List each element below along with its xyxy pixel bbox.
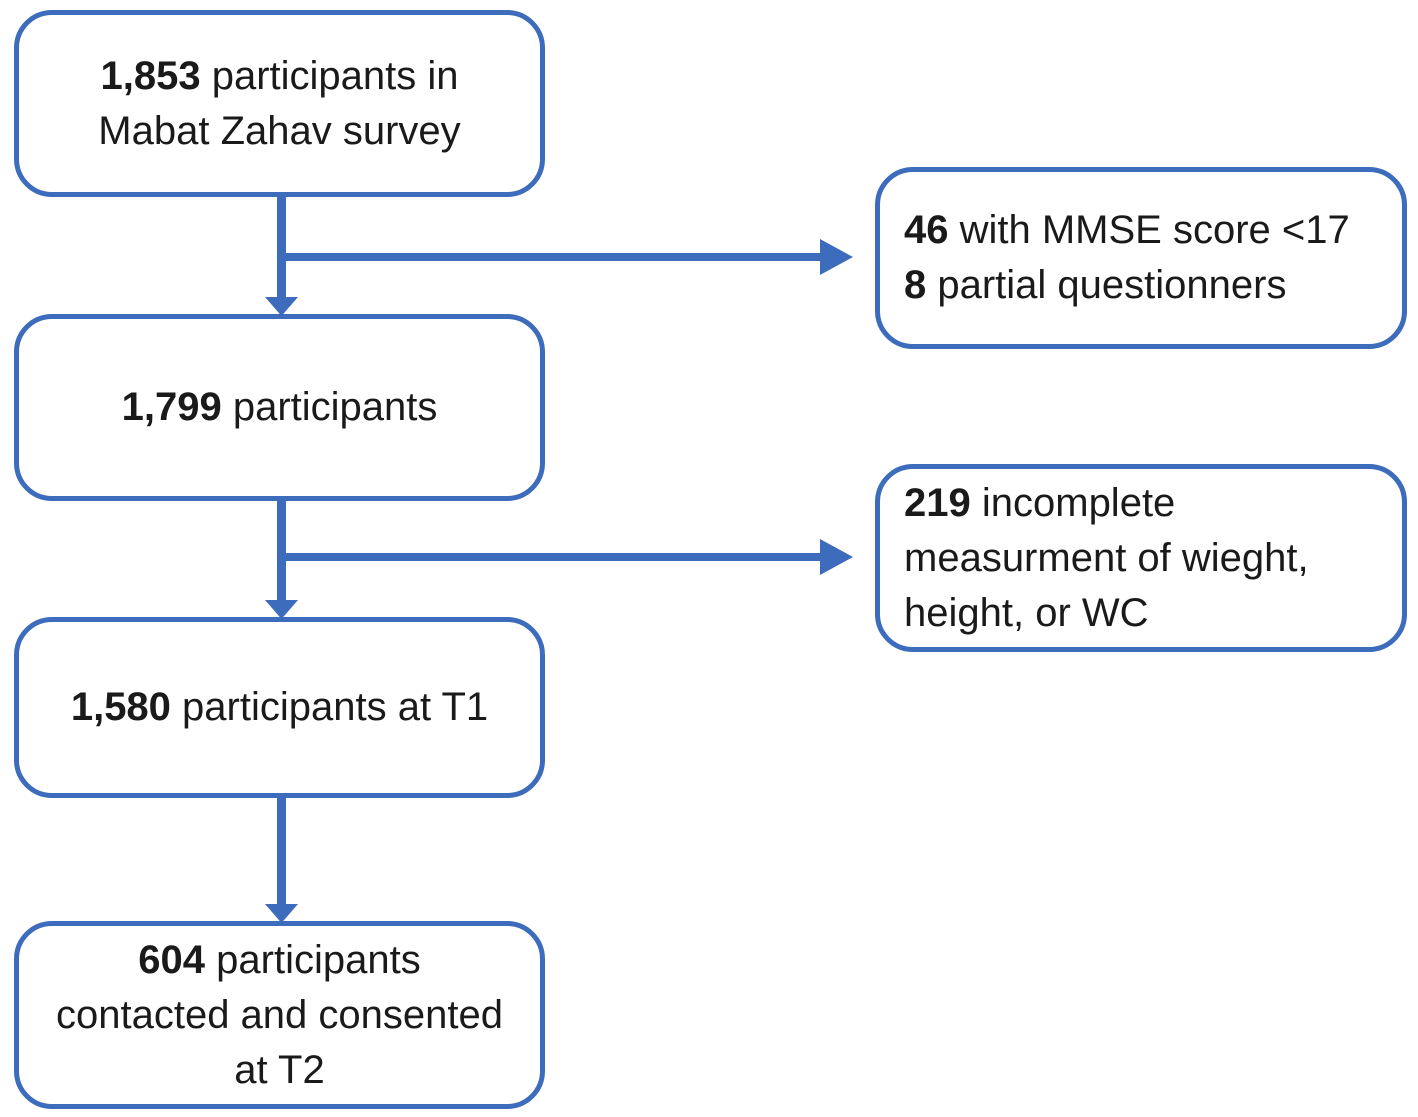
arrow-right-1-head: [820, 239, 853, 275]
count-value: 1,580: [70, 685, 171, 729]
count-value: 8: [904, 263, 927, 307]
count-value: 219: [904, 480, 971, 525]
count-value: 1,799: [121, 385, 222, 429]
arrow-right-2-head: [820, 539, 853, 575]
arrow-down-1-shaft: [277, 194, 286, 297]
label-text: participants in: [200, 53, 459, 98]
label-text: participants at T1: [170, 685, 489, 729]
line-incomplete-detail-2: height, or WC: [904, 586, 1149, 641]
line-incomplete-count: 219 incomplete: [904, 476, 1175, 531]
line-incomplete-detail-1: measurment of wieght,: [904, 531, 1309, 586]
line-mmse-excluded: 46 with MMSE score <17: [904, 203, 1350, 258]
line-survey-name: Mabat Zahav survey: [98, 104, 460, 159]
arrow-down-2-shaft: [277, 497, 286, 600]
line-t2-detail-1: contacted and consented: [56, 988, 503, 1043]
count-value: 604: [138, 937, 206, 982]
label-text: Mabat Zahav survey: [98, 108, 461, 153]
label-text: participants: [221, 385, 438, 429]
box-exclusion-measurement: 219 incomplete measurment of wieght, hei…: [875, 464, 1407, 652]
label-text: with MMSE score <17: [948, 208, 1350, 252]
arrow-down-3-shaft: [277, 796, 286, 904]
count-value: 1,853: [100, 53, 201, 98]
box-exclusion-mmse: 46 with MMSE score <17 8 partial questio…: [875, 167, 1407, 349]
label-text: partial questionners: [926, 263, 1287, 307]
label-text: participants: [205, 937, 421, 982]
line-t2-count: 604 participants: [138, 933, 420, 988]
count-value: 46: [904, 208, 949, 252]
box-participants-t2: 604 participants contacted and consented…: [14, 921, 545, 1109]
line-t1-count: 1,580 participants at T1: [71, 680, 488, 735]
label-text: incomplete: [970, 480, 1176, 525]
arrow-right-2-shaft: [281, 553, 820, 561]
line-1799-count: 1,799 participants: [122, 380, 438, 435]
label-text: contacted and consented: [55, 992, 503, 1037]
label-text: at T2: [234, 1047, 325, 1092]
line-t2-detail-2: at T2: [234, 1043, 324, 1098]
box-after-first-exclusion: 1,799 participants: [14, 314, 545, 501]
box-participants-t1: 1,580 participants at T1: [14, 617, 545, 798]
label-text: measurment of wieght,: [904, 535, 1309, 580]
arrow-right-1-shaft: [281, 253, 820, 261]
line-survey-count: 1,853 participants in: [100, 49, 458, 104]
box-survey-total: 1,853 participants in Mabat Zahav survey: [14, 10, 545, 197]
line-partial-questionnaires: 8 partial questionners: [904, 258, 1286, 313]
label-text: height, or WC: [904, 590, 1149, 635]
